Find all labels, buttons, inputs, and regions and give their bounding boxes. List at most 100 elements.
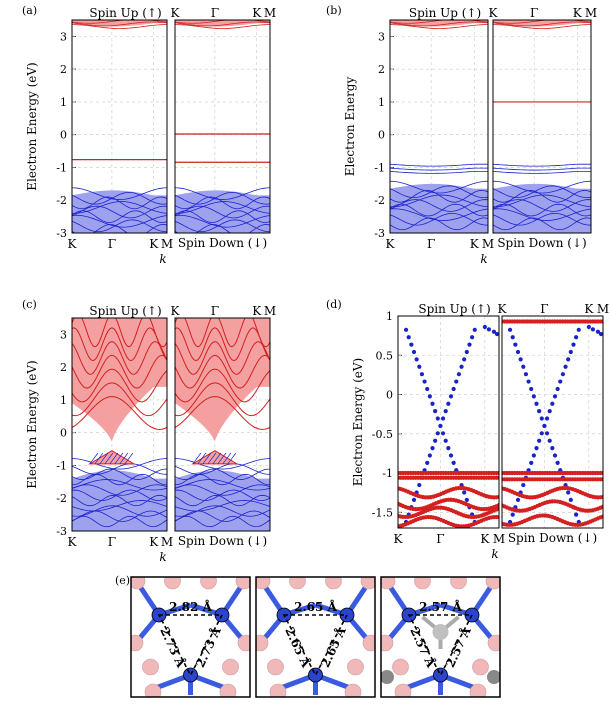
band-point: [521, 364, 526, 369]
valence-band-line: [72, 210, 167, 223]
k-tick-label: K: [394, 532, 404, 546]
spin-up-title: Spin Up (↑): [89, 6, 161, 20]
band-point: [462, 490, 467, 495]
plot-frame: [397, 315, 500, 529]
band-point: [507, 327, 513, 332]
atom-pink: [381, 634, 394, 652]
y-tick-label: -2: [374, 194, 385, 207]
band-point: [496, 470, 499, 476]
spin-down-title: Spin Down (↓): [508, 531, 597, 545]
band-point: [443, 438, 448, 443]
distance-triangle: [157, 614, 224, 677]
k-tick-label: K: [149, 237, 159, 251]
band-point: [560, 372, 566, 377]
band-point: [600, 319, 603, 324]
band-point: [552, 394, 558, 399]
band-point: [467, 342, 472, 347]
band-point: [539, 431, 544, 436]
k-tick-label: M: [264, 304, 276, 318]
bond-length-label: 2.82 Å: [169, 599, 212, 614]
plot-frame: [492, 19, 592, 234]
k-tick-label: M: [264, 6, 276, 20]
subplot-down: [492, 19, 592, 234]
spin-down-title: Spin Down (↓): [178, 236, 267, 250]
valence-band-line: [175, 468, 270, 480]
y-tick-label: 3: [60, 30, 67, 43]
subplot-up: [71, 19, 168, 234]
plot-frame: [389, 19, 489, 234]
band-point: [518, 357, 523, 362]
band-point: [459, 364, 464, 369]
valence-band-line: [72, 489, 167, 501]
band-point: [555, 460, 560, 465]
valence-band-line: [175, 201, 270, 214]
conduction-band-line: [175, 354, 270, 389]
conduction-band-fill: [72, 20, 167, 27]
valence-band-line: [72, 515, 167, 528]
valence-band-line: [72, 201, 167, 214]
valence-band-line: [72, 505, 167, 517]
conduction-band-line: [390, 21, 488, 27]
valence-band-line: [175, 463, 270, 475]
band-point: [435, 416, 440, 421]
y-tick-label: -2: [56, 492, 67, 505]
y-tick-label: 1: [378, 96, 385, 109]
band-point: [534, 401, 539, 406]
band-point: [430, 401, 435, 406]
band-point: [486, 327, 491, 332]
y-tick-label: -1: [382, 467, 393, 480]
band-point: [422, 379, 427, 384]
valence-band-line: [72, 219, 167, 233]
panel-label: (b): [326, 4, 342, 17]
subplot-down: [174, 317, 271, 532]
valence-band-line: [72, 479, 167, 491]
band-point: [425, 386, 430, 392]
band-point: [523, 372, 529, 377]
band-point: [600, 494, 603, 500]
y-axis-label: Electron Energy (eV): [351, 358, 365, 486]
k-tick-label: K: [584, 302, 594, 316]
k-tick-label: M: [585, 6, 597, 20]
valence-band-line: [175, 500, 270, 512]
y-tick-label: 0: [60, 129, 67, 142]
valence-band-line: [493, 185, 591, 198]
conduction-band-line: [175, 396, 270, 430]
band-point: [521, 482, 526, 488]
atom-pink: [469, 683, 487, 697]
band-point: [482, 324, 487, 330]
band-point: [510, 512, 515, 517]
y-tick-label: -3: [374, 227, 385, 240]
band-point: [438, 423, 443, 429]
band-point: [529, 386, 534, 392]
valence-band-line: [390, 208, 488, 221]
spin-down-title: Spin Down (↓): [497, 236, 586, 250]
y-tick-label: 0: [60, 427, 67, 440]
band-point: [531, 453, 536, 458]
atom-pink: [142, 658, 159, 676]
atom-grey: [432, 624, 449, 640]
band-point: [600, 477, 603, 482]
atom-pink: [325, 577, 342, 590]
conduction-band-fill: [72, 318, 167, 442]
conduction-band-line: [493, 21, 591, 27]
k-tick-label: Γ: [108, 237, 116, 251]
y-tick-label: -0.5: [372, 428, 393, 441]
hatch-line: [114, 452, 124, 465]
structure-frame: [255, 576, 376, 698]
conduction-band-fill: [175, 318, 270, 442]
valence-band-line: [72, 191, 167, 205]
band-point: [550, 446, 555, 451]
k-tick-label: K: [498, 302, 508, 316]
y-tick-label: 0.5: [376, 349, 394, 362]
conduction-band-line: [72, 341, 167, 375]
hatched-region: [88, 450, 136, 465]
conduction-band-line: [175, 21, 270, 27]
band-point: [456, 372, 462, 377]
y-tick-label: 3: [378, 30, 385, 43]
valence-band-line: [72, 214, 167, 228]
band-line: [390, 167, 488, 171]
atom-pink: [256, 577, 271, 590]
y-tick-label: -1: [374, 161, 385, 174]
band-point: [547, 438, 552, 443]
